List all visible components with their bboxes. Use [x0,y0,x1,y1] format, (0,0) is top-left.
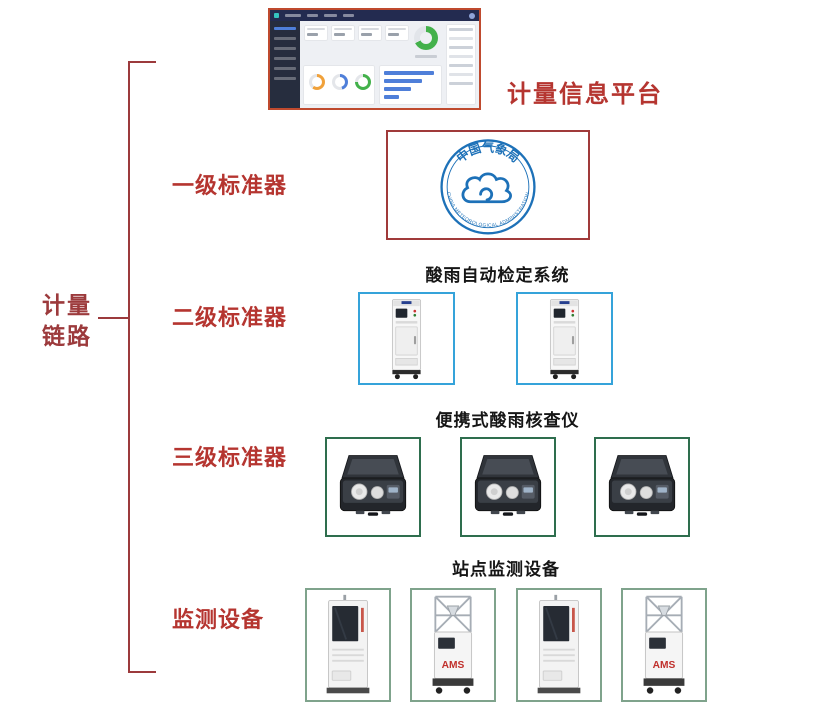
platform-title: 计量信息平台 [507,81,663,108]
dashboard-stat-card [331,25,355,41]
verification-cabinet-illustration [363,297,450,380]
level4-label: 监测设备 [172,607,265,632]
dashboard-avatar [469,12,475,19]
portable-checker-box-3 [594,437,690,537]
station-monitor-box-4 [621,588,707,702]
monitoring-cabinet-illustration [310,593,386,697]
dashboard-sidebar [270,21,300,108]
dashboard-gauge [332,74,348,90]
dashboard-bar-chart [384,71,438,103]
portable-checker-box-2 [460,437,556,537]
verification-cabinet-box-1 [358,292,455,385]
dashboard-stat-card [385,25,409,41]
monitoring-cabinet-illustration [521,593,597,697]
dashboard-stat-card [304,25,328,41]
portable-checker-illustration [599,442,685,532]
level1-label: 一级标准器 [172,173,288,198]
bracket-label-tick [98,317,128,319]
level3-label: 三级标准器 [172,445,288,470]
dashboard-donut-legend [415,55,437,58]
portable-checker-illustration [330,442,416,532]
station-monitor-box-3 [516,588,602,702]
dashboard-gauge [309,74,325,90]
bracket-vertical-line [128,61,130,673]
level2-label: 二级标准器 [172,305,288,330]
dashboard-table [446,24,476,105]
dashboard-body [270,21,479,108]
sampler-illustration [415,593,491,697]
dashboard-logo-icon [274,13,279,18]
verification-cabinet-illustration [521,297,608,380]
cma-logo-box: 中国气象局 CHINA METEOROLOGICAL ADMINISTRATIO… [386,130,590,240]
cma-logo: 中国气象局 CHINA METEOROLOGICAL ADMINISTRATIO… [440,139,536,235]
sampler-illustration [626,593,702,697]
platform-screenshot [268,8,481,110]
bracket-top-arm [130,61,156,63]
dashboard-donut-chart [414,26,438,50]
dashboard-content [300,21,479,108]
cma-logo-cn-text: 中国气象局 [453,140,522,166]
cma-cloud-icon [461,172,512,204]
dashboard-stat-card [358,25,382,41]
level3-section-title: 便携式酸雨核查仪 [435,411,580,430]
portable-checker-box-1 [325,437,421,537]
level4-section-title: 站点监测设备 [452,560,560,579]
station-monitor-box-2 [410,588,496,702]
level2-section-title: 酸雨自动检定系统 [425,266,570,285]
dashboard-topbar [270,10,479,21]
metrology-chain-label: 计量链路 [42,292,92,350]
portable-checker-illustration [465,442,551,532]
bracket-bottom-arm [130,671,156,673]
dashboard-gauge [355,74,371,90]
station-monitor-box-1 [305,588,391,702]
verification-cabinet-box-2 [516,292,613,385]
